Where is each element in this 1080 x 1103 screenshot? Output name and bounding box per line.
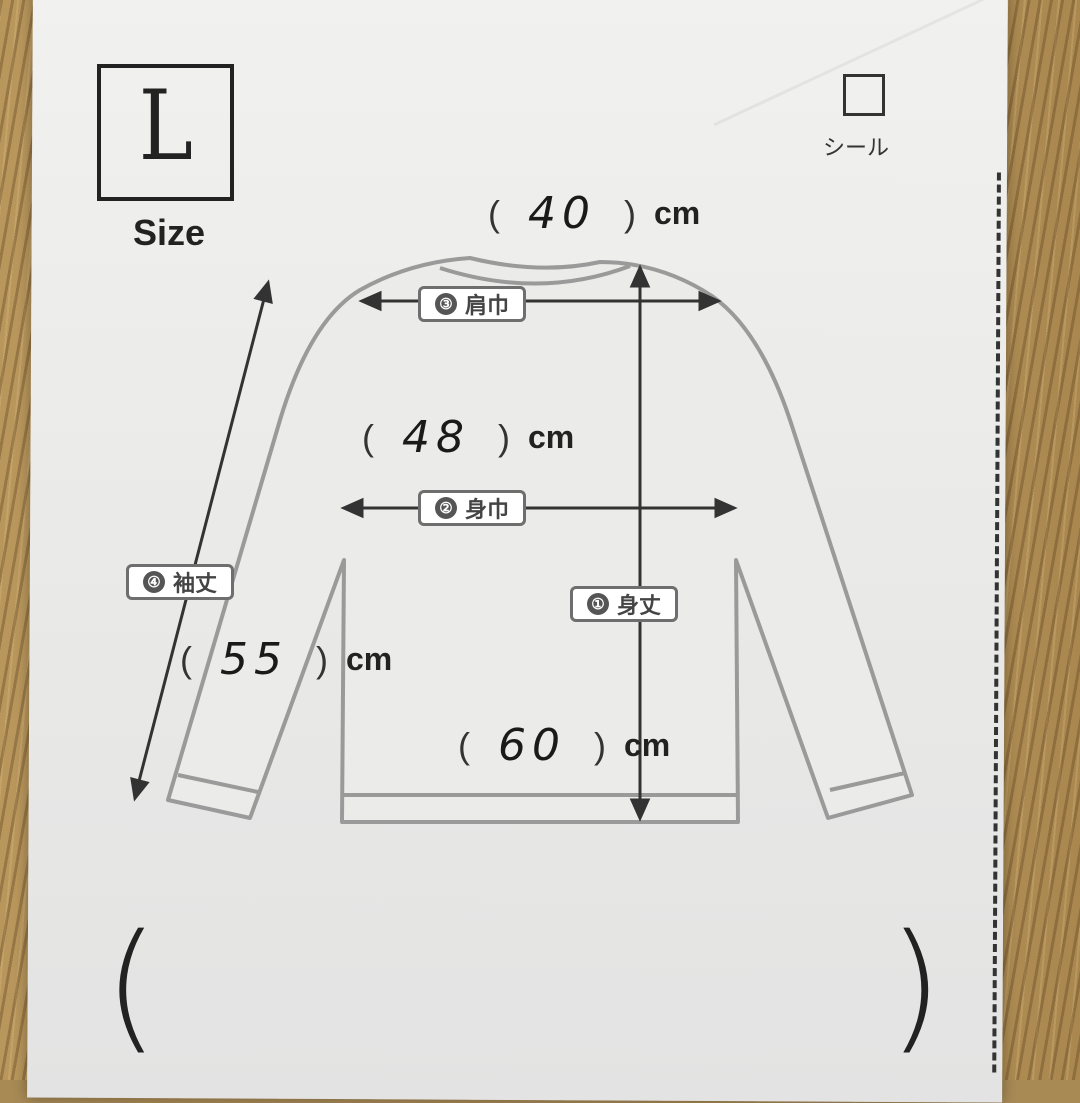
- sleeve-length-label: ④ 袖丈: [126, 564, 235, 600]
- shoulder-label-text: 肩巾: [465, 293, 510, 318]
- paren-open: (: [458, 724, 470, 766]
- shoulder-value: 40: [528, 188, 596, 239]
- paren-open: (: [180, 638, 192, 680]
- length-number: ①: [587, 593, 609, 615]
- sleeve-label-text: 袖丈: [173, 571, 218, 596]
- left-cuff-line: [177, 773, 259, 794]
- size-value: L: [138, 69, 193, 182]
- paren-close: ): [316, 638, 328, 680]
- length-measurement: ( 60 ) cm: [458, 720, 670, 771]
- length-unit: cm: [624, 727, 671, 763]
- bottom-paren-open: (: [104, 905, 159, 1068]
- chest-unit: cm: [528, 419, 575, 455]
- shoulder-number: ③: [435, 293, 457, 315]
- shoulder-measurement: ( 40 ) cm: [488, 188, 700, 239]
- shoulder-unit: cm: [654, 195, 701, 231]
- chest-width-label: ② 身巾: [418, 490, 527, 526]
- sleeve-measurement: ( 55 ) cm: [180, 634, 392, 685]
- sleeve-value: 55: [220, 634, 288, 685]
- collar: [439, 264, 631, 286]
- shirt-outline: [166, 256, 914, 824]
- body-length-label: ① 身丈: [570, 586, 679, 622]
- paren-close: ): [498, 416, 510, 458]
- chest-number: ②: [435, 497, 457, 519]
- seal-label: シール: [823, 135, 890, 160]
- size-box: L: [97, 64, 234, 201]
- chest-value: 48: [402, 412, 470, 463]
- paren-open: (: [488, 192, 500, 234]
- bottom-paren-close: ): [888, 905, 943, 1068]
- paren-close: ): [594, 724, 606, 766]
- paren-open: (: [362, 416, 374, 458]
- shoulder-width-label: ③ 肩巾: [418, 286, 527, 322]
- sleeve-number: ④: [143, 571, 165, 593]
- chest-label-text: 身巾: [465, 497, 510, 522]
- chest-measurement: ( 48 ) cm: [362, 412, 574, 463]
- right-cuff-line: [829, 771, 906, 792]
- sleeve-unit: cm: [346, 641, 393, 677]
- length-label-text: 身丈: [617, 593, 662, 618]
- seal-checkbox: [843, 74, 885, 116]
- paren-close: ): [624, 192, 636, 234]
- size-label: Size: [133, 212, 206, 253]
- shirt-diagram: [130, 256, 914, 824]
- length-value: 60: [498, 720, 566, 771]
